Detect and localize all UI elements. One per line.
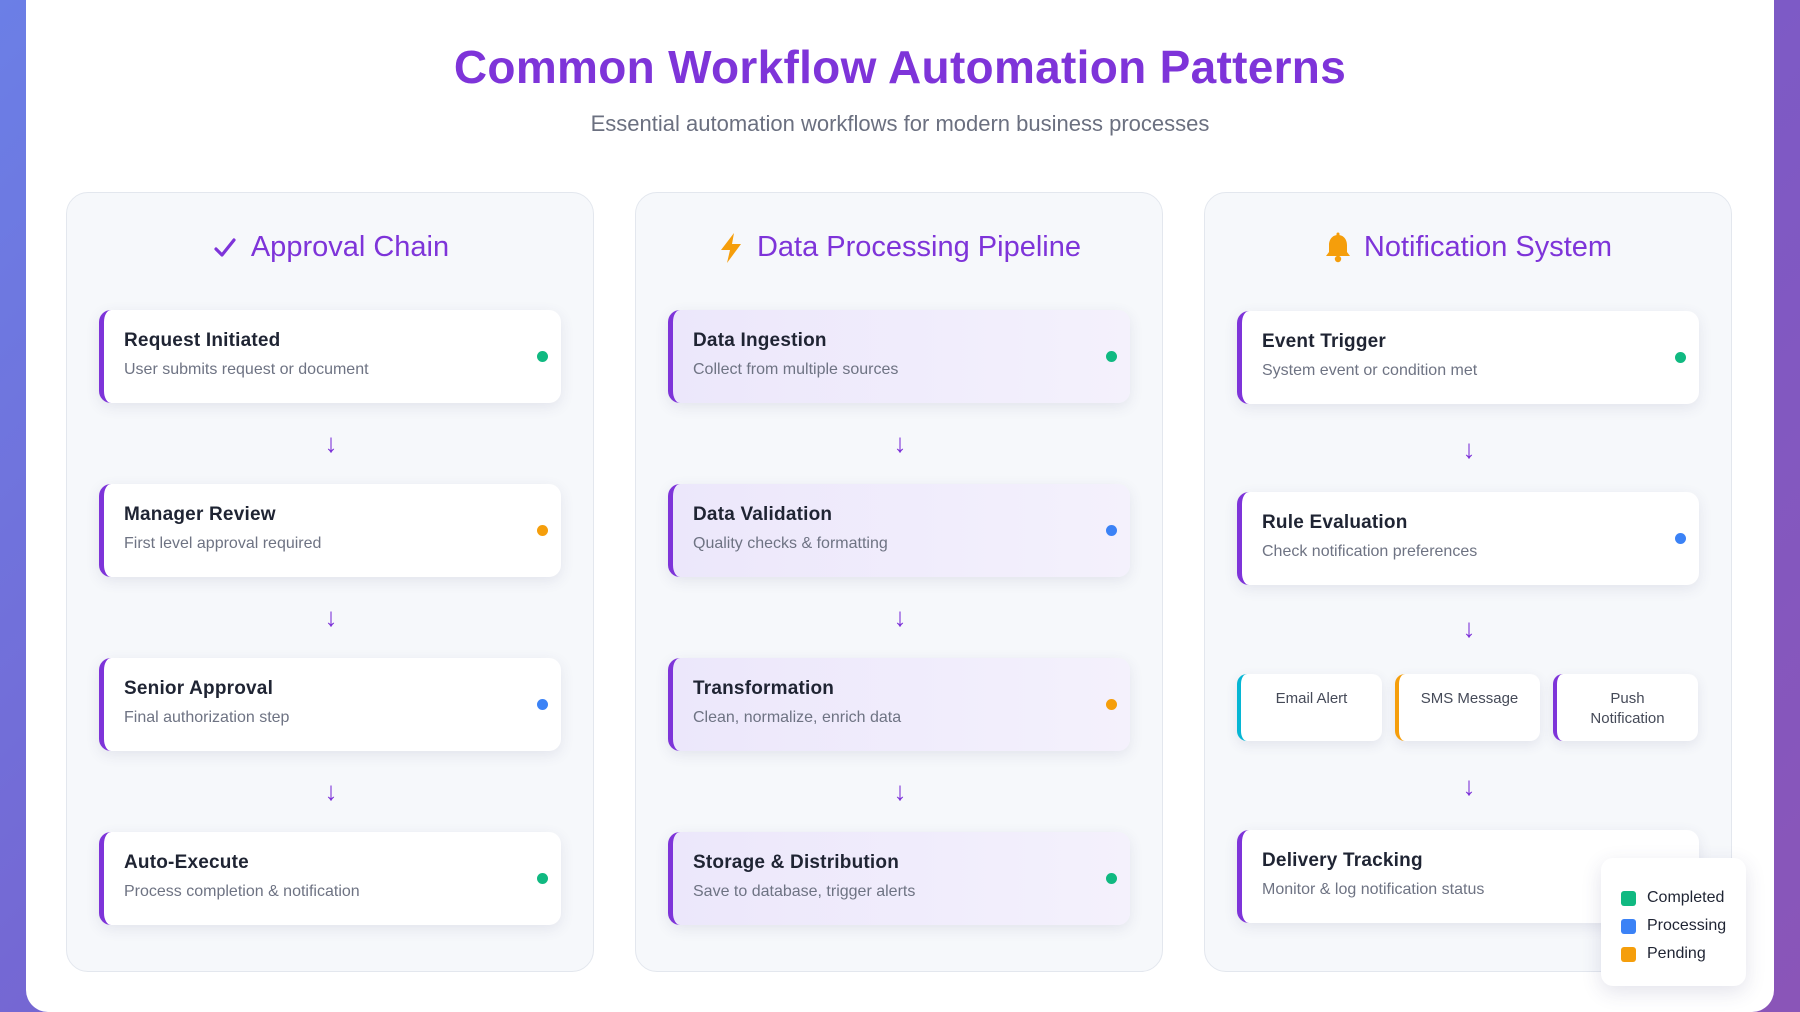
step-title: Manager Review xyxy=(124,504,276,525)
data-pipeline-column: Data Processing Pipeline Data Ingestion … xyxy=(635,192,1163,972)
step-description: System event or condition met xyxy=(1262,362,1478,379)
step-card[interactable]: Transformation Clean, normalize, enrich … xyxy=(668,658,1130,751)
step-title: Request Initiated xyxy=(124,330,281,351)
step-description: User submits request or document xyxy=(124,361,369,378)
status-pending-dot xyxy=(1106,699,1117,710)
step-card[interactable]: Data Ingestion Collect from multiple sou… xyxy=(668,310,1130,403)
status-completed-dot xyxy=(537,351,548,362)
step-card[interactable]: Event Trigger System event or condition … xyxy=(1237,311,1699,404)
step-title: Delivery Tracking xyxy=(1262,850,1423,871)
channel-label: Push Notification xyxy=(1590,690,1665,727)
column-title: Approval Chain xyxy=(67,231,593,264)
column-title-text: Data Processing Pipeline xyxy=(756,231,1081,263)
down-arrow-icon: ↓ xyxy=(324,776,338,806)
step-title: Rule Evaluation xyxy=(1262,512,1408,533)
step-title: Event Trigger xyxy=(1262,331,1387,352)
status-processing-dot xyxy=(537,699,548,710)
step-title: Senior Approval xyxy=(124,678,274,699)
legend-label: Completed xyxy=(1647,889,1725,906)
channel-email-alert[interactable]: Email Alert xyxy=(1237,674,1382,741)
legend-swatch xyxy=(1621,918,1636,934)
status-processing-dot xyxy=(1675,533,1686,544)
legend-item-processing: Processing xyxy=(1621,912,1746,940)
down-arrow-icon: ↓ xyxy=(1462,613,1476,643)
legend-label: Pending xyxy=(1647,945,1706,962)
step-card[interactable]: Storage & Distribution Save to database,… xyxy=(668,832,1130,925)
step-description: Final authorization step xyxy=(124,709,290,726)
check-icon xyxy=(211,232,239,264)
legend-swatch xyxy=(1621,890,1636,906)
channel-sms-message[interactable]: SMS Message xyxy=(1395,674,1540,741)
page-title: Common Workflow Automation Patterns xyxy=(453,41,1347,93)
legend-item-completed: Completed xyxy=(1621,884,1746,912)
step-description: Quality checks & formatting xyxy=(693,535,888,552)
column-title-text: Notification System xyxy=(1363,231,1613,263)
step-card[interactable]: Request Initiated User submits request o… xyxy=(99,310,561,403)
status-pending-dot xyxy=(537,525,548,536)
down-arrow-icon: ↓ xyxy=(324,602,338,632)
step-description: Save to database, trigger alerts xyxy=(693,883,916,900)
legend-swatch xyxy=(1621,946,1636,962)
page-subtitle: Essential automation workflows for moder… xyxy=(590,111,1210,136)
step-title: Storage & Distribution xyxy=(693,852,900,873)
status-completed-dot xyxy=(537,873,548,884)
status-legend: Completed Processing Pending xyxy=(1601,858,1746,986)
step-title: Data Ingestion xyxy=(693,330,827,351)
approval-chain-column: Approval Chain Request Initiated User su… xyxy=(66,192,594,972)
down-arrow-icon: ↓ xyxy=(893,776,907,806)
status-completed-dot xyxy=(1106,873,1117,884)
page-card: Common Workflow Automation Patterns Esse… xyxy=(26,0,1774,1012)
down-arrow-icon: ↓ xyxy=(324,428,338,458)
step-description: Collect from multiple sources xyxy=(693,361,899,378)
down-arrow-icon: ↓ xyxy=(893,602,907,632)
step-description: Process completion & notification xyxy=(124,883,360,900)
column-title: Notification System xyxy=(1205,231,1731,264)
down-arrow-icon: ↓ xyxy=(1462,771,1476,801)
step-title: Transformation xyxy=(693,678,835,699)
channel-push-notification[interactable]: Push Notification xyxy=(1553,674,1698,741)
step-title: Data Validation xyxy=(693,504,833,525)
down-arrow-icon: ↓ xyxy=(1462,434,1476,464)
step-card[interactable]: Manager Review First level approval requ… xyxy=(99,484,561,577)
column-title: Data Processing Pipeline xyxy=(636,231,1162,264)
legend-item-pending: Pending xyxy=(1621,940,1746,968)
step-card[interactable]: Data Validation Quality checks & formatt… xyxy=(668,484,1130,577)
legend-label: Processing xyxy=(1647,917,1727,934)
lightning-icon xyxy=(717,232,745,264)
step-title: Auto-Execute xyxy=(124,852,249,873)
step-description: Clean, normalize, enrich data xyxy=(693,709,902,726)
status-completed-dot xyxy=(1106,351,1117,362)
bell-icon xyxy=(1324,232,1352,264)
step-card[interactable]: Senior Approval Final authorization step xyxy=(99,658,561,751)
status-processing-dot xyxy=(1106,525,1117,536)
step-description: Monitor & log notification status xyxy=(1262,881,1485,898)
column-title-text: Approval Chain xyxy=(250,231,450,263)
down-arrow-icon: ↓ xyxy=(893,428,907,458)
status-completed-dot xyxy=(1675,352,1686,363)
step-description: Check notification preferences xyxy=(1262,543,1478,560)
step-description: First level approval required xyxy=(124,535,322,552)
step-card[interactable]: Auto-Execute Process completion & notifi… xyxy=(99,832,561,925)
step-card[interactable]: Rule Evaluation Check notification prefe… xyxy=(1237,492,1699,585)
notification-system-column: Notification System Event Trigger System… xyxy=(1204,192,1732,972)
